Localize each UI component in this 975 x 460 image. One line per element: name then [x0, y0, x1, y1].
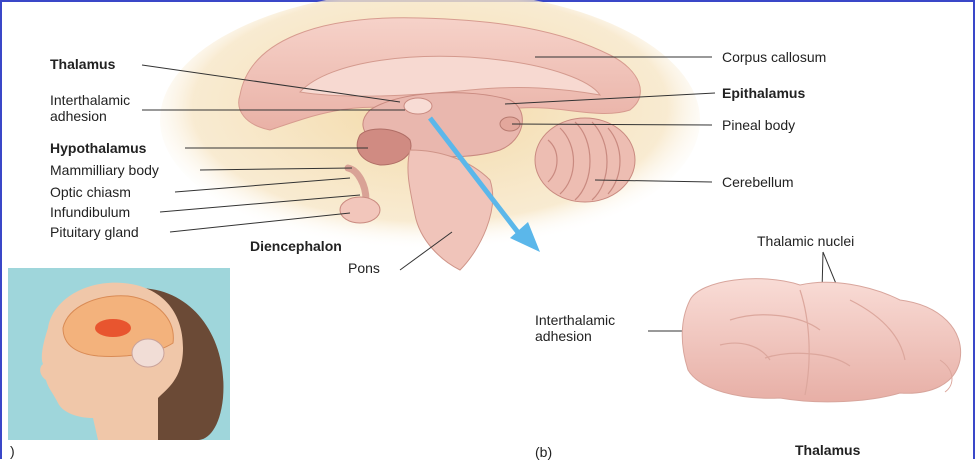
label-infundibulum: Infundibulum [50, 204, 130, 220]
pituitary-shape [340, 197, 380, 223]
label-pineal-body: Pineal body [722, 117, 795, 133]
label-panel-b: (b) [535, 444, 552, 460]
label-pituitary-gland: Pituitary gland [50, 224, 139, 240]
label-hypothalamus: Hypothalamus [50, 140, 146, 156]
label-diencephalon: Diencephalon [250, 238, 342, 254]
label-pons: Pons [348, 260, 380, 276]
label-panel-a: ) [10, 443, 15, 459]
label-b-interthalamic-line1: Interthalamic [535, 312, 615, 328]
head-inset [8, 268, 230, 440]
label-mammilliary-body: Mammilliary body [50, 162, 159, 178]
head-inset-art [8, 268, 230, 440]
label-interthalamic-line1: Interthalamic [50, 92, 130, 108]
thalamus-3d-shape [682, 279, 960, 402]
interthalamic-adhesion-shape [404, 98, 432, 114]
label-thalamus: Thalamus [50, 56, 115, 72]
label-thalamus-caption: Thalamus [795, 442, 860, 458]
hypothalamus-shape [357, 129, 411, 165]
label-corpus-callosum: Corpus callosum [722, 49, 826, 65]
label-epithalamus: Epithalamus [722, 85, 805, 101]
label-b-interthalamic-line2: adhesion [535, 328, 592, 344]
label-optic-chiasm: Optic chiasm [50, 184, 131, 200]
label-thalamic-nuclei: Thalamic nuclei [757, 233, 854, 249]
label-cerebellum: Cerebellum [722, 174, 794, 190]
cerebellum-shape [535, 118, 635, 202]
label-interthalamic-line2: adhesion [50, 108, 107, 124]
